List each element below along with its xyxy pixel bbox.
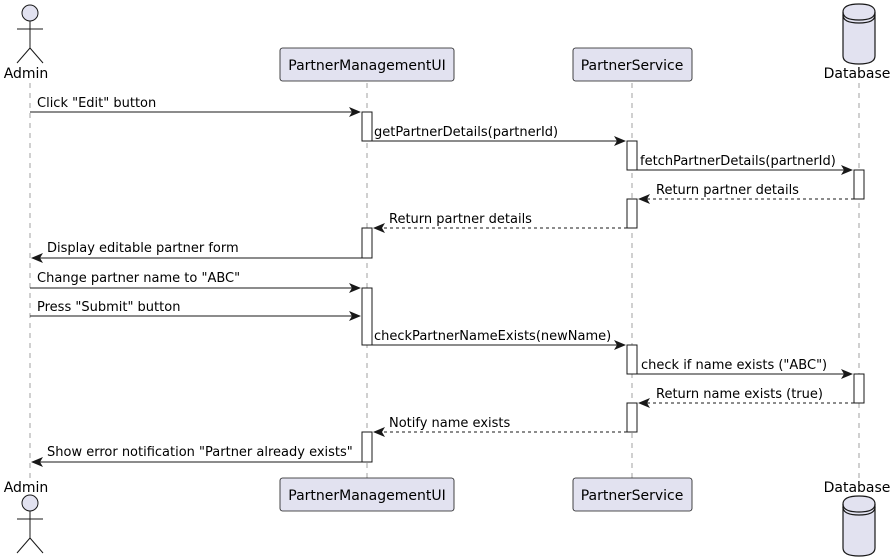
participant-database-top: Database <box>824 3 891 82</box>
message-6-label: Display editable partner form <box>47 241 239 256</box>
message-5-label: Return partner details <box>389 212 532 227</box>
activation-service-2 <box>626 198 638 229</box>
activation-service-1 <box>626 140 638 171</box>
participant-service-box-bottom <box>572 477 693 512</box>
message-2-label: getPartnerDetails(partnerId) <box>374 125 558 140</box>
message-9: checkPartnerNameExists(newName) <box>372 329 626 350</box>
message-1: Click "Edit" button <box>30 96 361 117</box>
message-1-label: Click "Edit" button <box>37 96 156 111</box>
activation-service-3 <box>626 344 638 375</box>
activation-database-2 <box>853 373 865 404</box>
actor-icon <box>16 4 44 64</box>
message-11-label: Return name exists (true) <box>656 387 823 402</box>
message-4-label: Return partner details <box>656 183 799 198</box>
participant-service-label-top: PartnerService <box>581 58 684 74</box>
participant-ui-label-bottom: PartnerManagementUI <box>288 488 445 504</box>
participant-ui-box-top <box>279 47 455 82</box>
message-6: Display editable partner form <box>31 241 362 263</box>
message-13-label: Show error notification "Partner already… <box>47 445 353 460</box>
participant-ui-bottom: PartnerManagementUI <box>279 477 455 512</box>
participant-database-label-top: Database <box>824 66 891 82</box>
participant-admin-label-top: Admin <box>4 66 49 82</box>
message-5: Return partner details <box>373 212 627 233</box>
participant-service-box-top <box>572 47 693 82</box>
participant-admin-bottom: Admin <box>4 480 49 554</box>
database-icon <box>842 495 876 557</box>
participant-ui-box-bottom <box>279 477 455 512</box>
database-icon <box>842 3 876 65</box>
actor-icon <box>16 494 44 554</box>
participant-ui-top: PartnerManagementUI <box>279 47 455 82</box>
participant-admin-top: Admin <box>4 4 49 82</box>
message-12: Notify name exists <box>373 416 627 437</box>
message-3-label: fetchPartnerDetails(partnerId) <box>640 154 836 169</box>
participant-service-bottom: PartnerService <box>572 477 693 512</box>
activation-ui-3 <box>361 287 373 346</box>
message-12-label: Notify name exists <box>389 416 511 431</box>
participant-admin-label-bottom: Admin <box>4 480 49 496</box>
participant-service-label-bottom: PartnerService <box>581 488 684 504</box>
message-3: fetchPartnerDetails(partnerId) <box>637 154 853 175</box>
message-8: Press "Submit" button <box>30 300 361 321</box>
participant-ui-label-top: PartnerManagementUI <box>288 58 445 74</box>
message-9-label: checkPartnerNameExists(newName) <box>374 329 611 344</box>
activation-service-4 <box>626 402 638 433</box>
activation-ui-1 <box>361 111 373 142</box>
activation-ui-2 <box>361 227 373 259</box>
message-8-label: Press "Submit" button <box>37 300 180 315</box>
activation-ui-4 <box>361 431 373 463</box>
message-13: Show error notification "Partner already… <box>31 445 362 467</box>
message-10-label: check if name exists ("ABC") <box>641 358 827 373</box>
message-7-label: Change partner name to "ABC" <box>37 271 240 286</box>
participant-service-top: PartnerService <box>572 47 693 82</box>
participant-database-label-bottom: Database <box>824 480 891 496</box>
message-2: getPartnerDetails(partnerId) <box>372 125 626 146</box>
message-10: check if name exists ("ABC") <box>637 358 853 379</box>
message-11: Return name exists (true) <box>638 387 854 408</box>
activation-database-1 <box>853 169 865 200</box>
participant-database-bottom: Database <box>824 480 891 557</box>
message-7: Change partner name to "ABC" <box>30 271 361 293</box>
message-4: Return partner details <box>638 183 854 204</box>
